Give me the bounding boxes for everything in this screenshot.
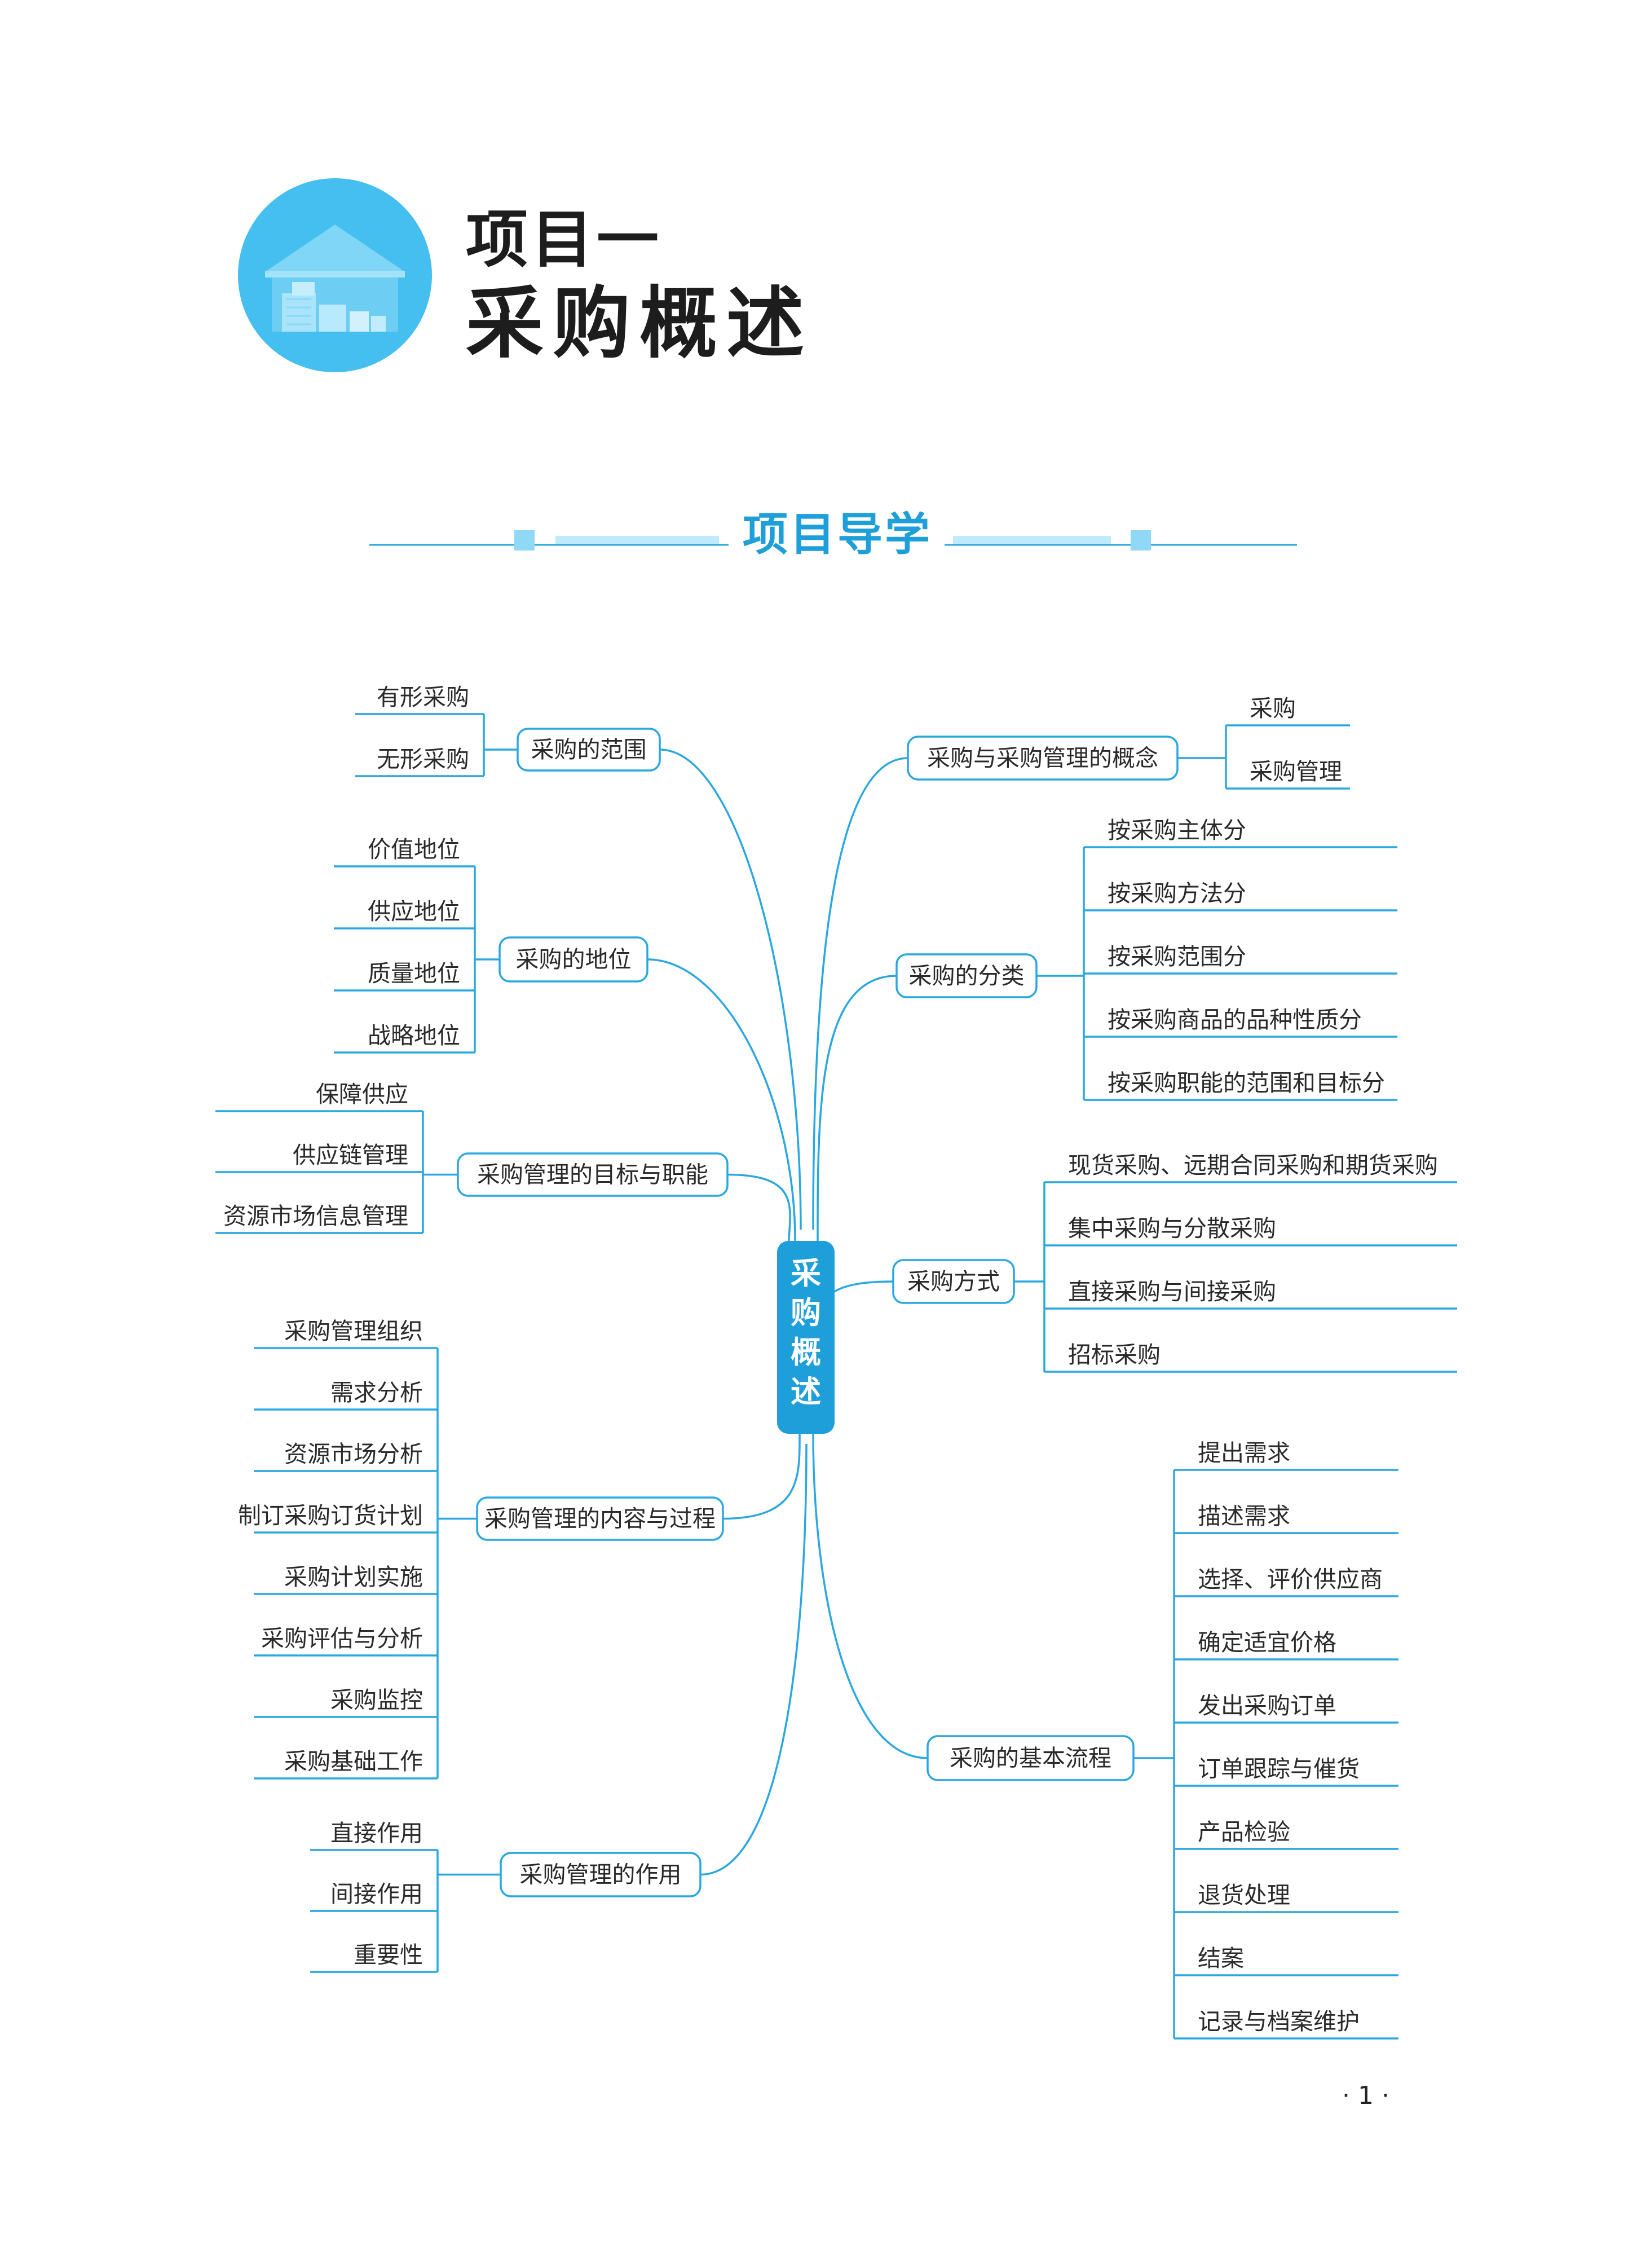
branch-connector: [812, 757, 908, 1230]
center-node-char: 采: [791, 1256, 821, 1291]
leaf-node: 采购计划实施: [284, 1564, 423, 1591]
leaf-node: 无形采购: [377, 746, 469, 773]
branch-node-label: 采购的基本流程: [950, 1745, 1111, 1772]
leaf-node: 保障供应: [316, 1081, 408, 1108]
branch-connector: [722, 1432, 801, 1520]
project-number-title: 项目一: [466, 204, 662, 276]
leaf-node: 确定适宜价格: [1198, 1629, 1336, 1656]
branch-connector: [817, 975, 897, 1241]
branch-connector: [700, 1443, 808, 1876]
leaf-node: 有形采购: [377, 684, 469, 711]
leaf-node: 按采购商品的品种性质分: [1108, 1006, 1362, 1033]
center-node-box: [777, 1241, 835, 1434]
leaf-node: 选择、评价供应商: [1198, 1566, 1383, 1593]
branch-node-box: [498, 936, 648, 983]
branch-node-box: [895, 953, 1038, 998]
leaf-node: 质量地位: [368, 960, 460, 987]
branch-node-box: [892, 1259, 1015, 1304]
leaf-node: 需求分析: [330, 1379, 423, 1406]
leaf-node: 按采购主体分: [1108, 817, 1246, 844]
branch-node-label: 采购的分类: [909, 962, 1025, 989]
leaf-node: 重要性: [354, 1941, 423, 1968]
branch-node-box: [476, 1496, 724, 1541]
chapter-title: 采购概述: [466, 278, 814, 369]
leaf-node: 订单跟踪与催货: [1198, 1755, 1360, 1782]
branch-connector: [659, 748, 802, 1230]
branch-node-box: [457, 1152, 729, 1197]
leaf-node: 直接采购与间接采购: [1068, 1278, 1276, 1305]
branch-node-box: [926, 1735, 1135, 1781]
leaf-node: 直接作用: [330, 1820, 423, 1847]
leaf-node: 产品检验: [1198, 1818, 1290, 1846]
branch-connector: [812, 1432, 928, 1759]
connector-lines: [647, 748, 928, 1876]
leaf-node: 制订采购订货计划: [238, 1502, 423, 1529]
branch-node-label: 采购与采购管理的概念: [927, 745, 1158, 772]
center-node-char: 述: [791, 1374, 821, 1410]
branch-node-label: 采购的范围: [531, 736, 647, 763]
branch-node-box: [500, 1852, 702, 1897]
leaf-node: 结案: [1198, 1945, 1244, 1972]
leaf-node: 描述需求: [1198, 1503, 1290, 1530]
leaf-node: 价值地位: [368, 836, 460, 863]
leaf-node: 间接作用: [330, 1881, 423, 1908]
leaf-node: 采购评估与分析: [261, 1625, 423, 1652]
leaf-node: 记录与档案维护: [1198, 2008, 1360, 2035]
center-node: 采购概述: [777, 1241, 835, 1434]
warehouse-icon: [238, 178, 432, 372]
leaf-node: 采购监控: [330, 1686, 423, 1714]
leaf-node: 供应链管理: [293, 1142, 408, 1169]
branch-node-label: 采购管理的内容与过程: [484, 1505, 716, 1532]
section-header-rule: [369, 530, 1297, 551]
branch-node-label: 采购方式: [907, 1268, 1000, 1295]
page-number: · 1 ·: [1342, 2081, 1389, 2110]
leaf-node: 供应地位: [368, 898, 460, 925]
leaf-node: 采购管理组织: [284, 1318, 423, 1345]
leaf-node: 集中采购与分散采购: [1068, 1215, 1276, 1242]
leaf-node: 招标采购: [1068, 1341, 1161, 1368]
leaf-node: 按采购方法分: [1108, 880, 1246, 907]
leaf-node: 退货处理: [1198, 1882, 1290, 1909]
branch-node-box: [517, 728, 661, 772]
section-title: 项目导学: [743, 508, 932, 561]
branch-4: 采购管理组织需求分析资源市场分析制订采购订货计划采购计划实施采购评估与分析采购监…: [238, 1318, 724, 1780]
leaf-node: 发出采购订单: [1198, 1692, 1336, 1719]
branch-connector: [647, 958, 796, 1241]
leaf-node: 战略地位: [368, 1022, 460, 1049]
branch-node-box: [907, 736, 1179, 781]
leaf-node: 按采购职能的范围和目标分: [1108, 1069, 1385, 1096]
leaf-node: 资源市场分析: [284, 1441, 423, 1468]
leaf-node: 采购基础工作: [284, 1748, 423, 1775]
branch-7: 按采购主体分按采购方法分按采购范围分按采购商品的品种性质分按采购职能的范围和目标…: [895, 817, 1397, 1101]
leaf-node: 现货采购、远期合同采购和期货采购: [1068, 1152, 1438, 1179]
leaf-node: 按采购范围分: [1108, 943, 1246, 970]
branch-node-label: 采购管理的目标与职能: [477, 1161, 708, 1188]
branch-node-label: 采购的地位: [516, 946, 632, 973]
leaf-node: 提出需求: [1198, 1439, 1290, 1467]
leaf-node: 资源市场信息管理: [223, 1203, 408, 1230]
branch-connector: [727, 1173, 791, 1253]
branch-9: 提出需求描述需求选择、评价供应商确定适宜价格发出采购订单订单跟踪与催货产品检验退…: [926, 1439, 1398, 2040]
leaf-node: 采购管理: [1250, 758, 1342, 785]
center-node-char: 购: [791, 1295, 821, 1331]
branch-node-label: 采购管理的作用: [520, 1861, 682, 1888]
leaf-node: 采购: [1250, 695, 1296, 722]
center-node-char: 概: [791, 1335, 821, 1370]
